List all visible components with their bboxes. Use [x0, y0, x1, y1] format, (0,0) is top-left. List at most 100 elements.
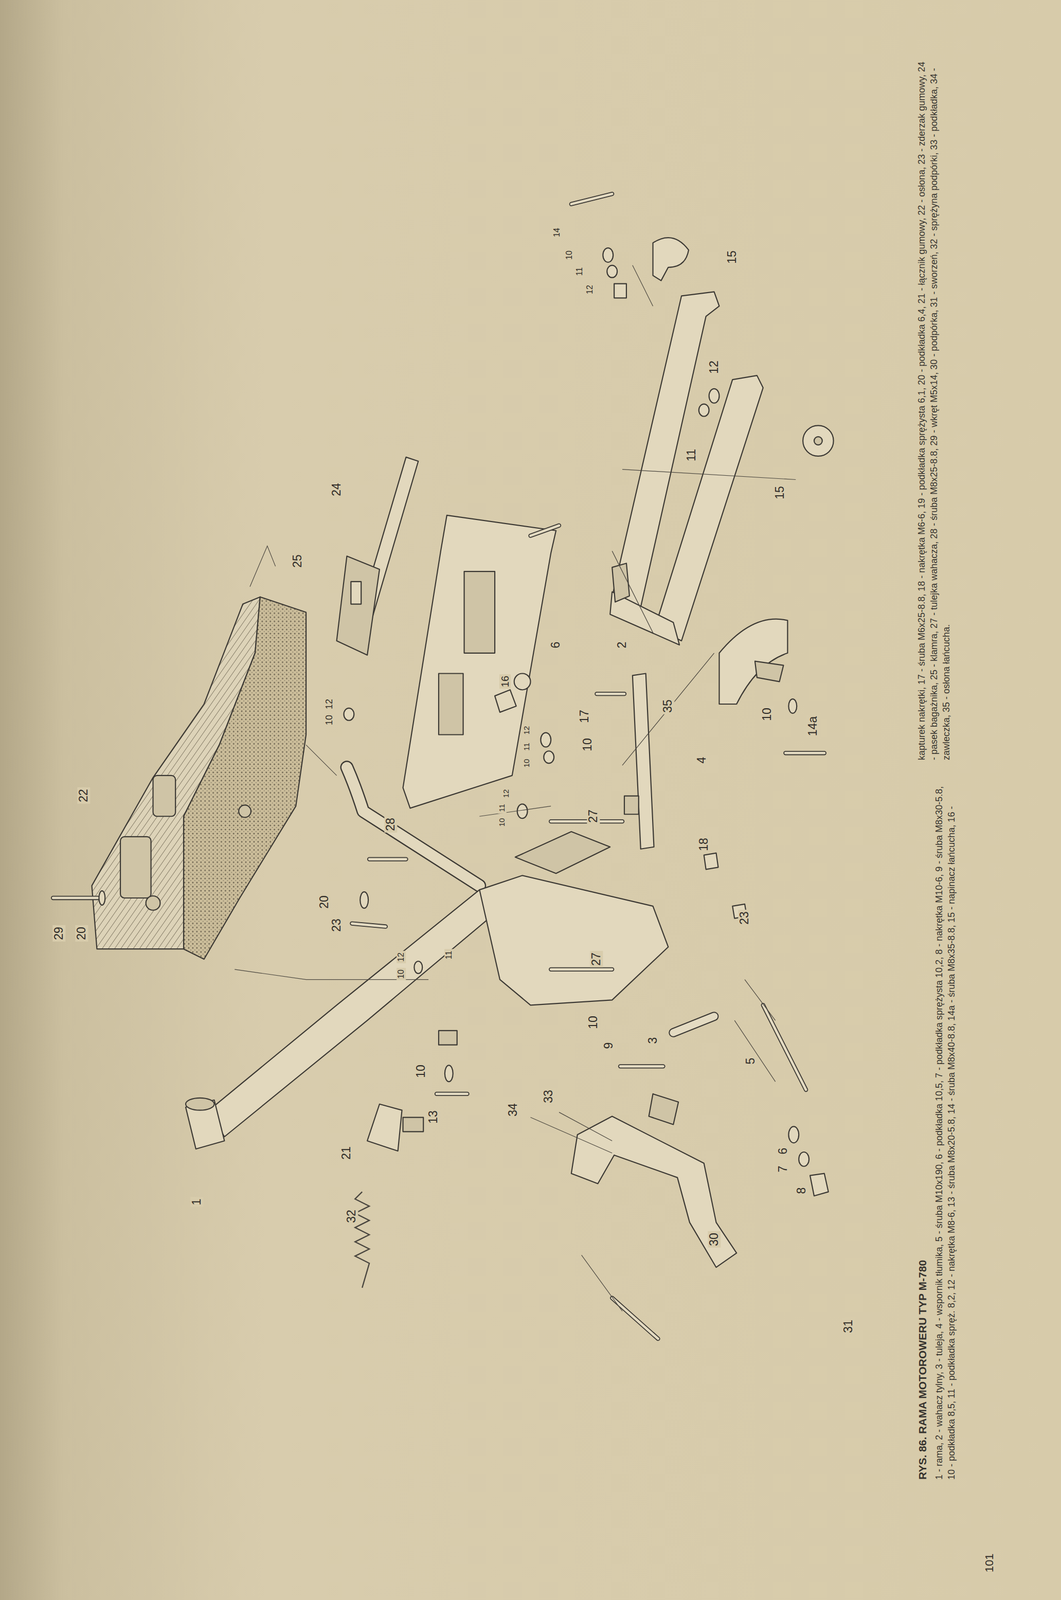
- callout-number: 23: [330, 916, 344, 934]
- callout-number: 6: [777, 1145, 790, 1156]
- axis-line: [632, 265, 654, 307]
- axis-line: [479, 805, 551, 817]
- sleeve: [673, 1016, 714, 1033]
- cover-hole: [238, 804, 251, 818]
- stand: [571, 1116, 737, 1268]
- washer: [540, 732, 551, 748]
- chain-tensioner-hole: [814, 436, 823, 445]
- axis-line: [581, 1254, 623, 1311]
- callout-number: 34: [506, 1101, 520, 1119]
- frame-lug: [438, 1030, 458, 1046]
- stand-spring: [354, 1191, 370, 1288]
- callout-number: 4: [695, 754, 709, 765]
- nut-cap: [514, 673, 531, 690]
- buckle-slot: [350, 581, 362, 605]
- callout-number: 14: [552, 226, 562, 239]
- bolt: [369, 857, 406, 861]
- bolt: [571, 193, 613, 205]
- caption-block: RYS. 86. RAMA MOTOROWERU TYP M-7801 - ra…: [915, 61, 958, 1480]
- bolt: [571, 193, 613, 205]
- silencer-bracket: [632, 673, 655, 849]
- washer: [709, 388, 720, 404]
- bracket-tab: [624, 796, 639, 815]
- callout-number: 1: [190, 1196, 204, 1207]
- callout-number: 12: [396, 950, 406, 964]
- callout-number: 10: [415, 1063, 428, 1080]
- bushing: [550, 967, 613, 971]
- rack-stay: [530, 525, 560, 536]
- callout-number: 20: [317, 893, 331, 911]
- callout-number: 27: [587, 807, 601, 825]
- bolt: [785, 751, 824, 755]
- callout-number: 22: [77, 787, 91, 804]
- cover-louver: [153, 775, 176, 817]
- chain-guard-mount: [754, 661, 784, 682]
- callout-number: 10: [760, 706, 774, 723]
- cover-edge: [249, 545, 276, 587]
- callout-number: 10: [564, 248, 574, 262]
- axis-line: [612, 550, 653, 633]
- callout-number: 25: [291, 552, 305, 570]
- luggage-rack: [403, 515, 557, 808]
- bolt: [436, 1092, 468, 1096]
- cover-side: [183, 597, 307, 960]
- nut: [810, 1173, 829, 1197]
- washer: [788, 1126, 799, 1143]
- washer: [414, 961, 423, 974]
- callout-number: 35: [661, 697, 675, 715]
- callout-number: 11: [522, 741, 531, 753]
- callout-number: 15: [726, 248, 740, 266]
- washer: [343, 708, 354, 721]
- callout-number: 10: [324, 713, 335, 727]
- washer: [788, 698, 797, 714]
- callout-number: 20: [75, 925, 88, 942]
- callout-number: 3: [646, 1035, 660, 1046]
- bolt: [351, 923, 386, 927]
- swing-arm-pivot: [612, 563, 630, 602]
- callout-number: 2: [615, 639, 629, 650]
- callout-number: 12: [324, 697, 335, 711]
- callout-number: 27: [590, 950, 604, 968]
- page-number: 101: [983, 1552, 996, 1575]
- callout-number: 12: [501, 787, 511, 800]
- frame-lug: [403, 1117, 424, 1132]
- callout-number: 14a: [806, 714, 820, 738]
- callout-number: 10: [396, 967, 406, 981]
- callout-number: 11: [574, 265, 585, 278]
- axis-line: [622, 653, 715, 766]
- stand-lug: [649, 1093, 679, 1125]
- cover-hole: [146, 895, 161, 911]
- callout-number: 9: [602, 1040, 616, 1051]
- frame-plate: [515, 831, 610, 874]
- washer: [698, 404, 710, 417]
- screw: [52, 895, 98, 901]
- rubber-connector: [367, 1104, 402, 1152]
- frame-loop: [346, 767, 480, 886]
- screw: [52, 896, 98, 900]
- bolt: [763, 1004, 806, 1090]
- washer: [606, 265, 618, 278]
- axis-line: [622, 469, 796, 480]
- callout-number: 31: [842, 1318, 856, 1335]
- bolt: [620, 1064, 663, 1069]
- frame-box: [479, 875, 669, 1005]
- bolt: [620, 1065, 663, 1068]
- rack-slot: [438, 673, 464, 735]
- figure-title: RYS. 86. RAMA MOTOROWERU TYP M-780: [915, 780, 930, 1480]
- frame-main: [209, 889, 507, 1137]
- axis-line: [306, 744, 337, 776]
- callout-number: 12: [707, 358, 721, 376]
- bushing: [550, 967, 613, 972]
- callout-number: 10: [581, 736, 595, 753]
- buckle: [336, 555, 380, 655]
- stand-pin: [612, 1298, 658, 1339]
- nut: [614, 283, 627, 299]
- chain-tensioner: [653, 237, 689, 281]
- swing-arm: [655, 375, 764, 641]
- callout-number: 28: [384, 816, 398, 833]
- head-tube-end: [185, 1098, 215, 1111]
- callout-number: 21: [340, 1144, 354, 1162]
- bolt: [436, 1091, 468, 1096]
- callout-number: 7: [777, 1164, 790, 1175]
